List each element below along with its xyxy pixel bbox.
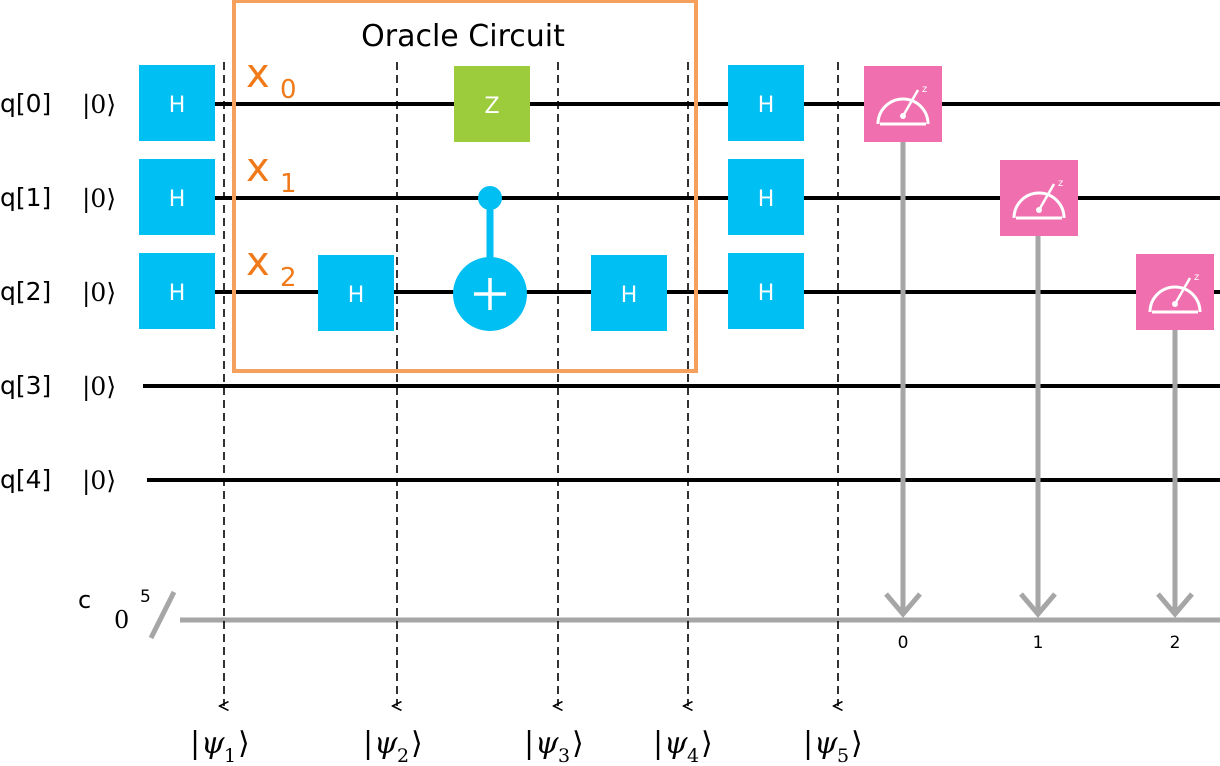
qubit-label-q0: q[0] <box>0 89 51 118</box>
h-gate-q1-initial: H <box>139 159 215 235</box>
meter-icon <box>1148 285 1202 313</box>
svg-text:z: z <box>922 84 927 95</box>
svg-text:⟩: ⟩ <box>701 726 713 761</box>
classical-bus-slash <box>148 590 177 640</box>
svg-text:⟩: ⟩ <box>572 726 584 761</box>
oracle-input-x0: x 0 <box>246 51 297 105</box>
oracle-title: Oracle Circuit <box>361 19 565 54</box>
bit-index-1: 1 <box>1033 633 1044 653</box>
measure-gate-q1: z <box>1000 160 1078 236</box>
state-label-psi2: | ψ 2 ⟩ <box>363 726 423 766</box>
svg-text:x: x <box>246 239 270 285</box>
h-gate-q1-final: H <box>728 159 804 235</box>
svg-text:ψ: ψ <box>374 726 398 761</box>
svg-text:⟩: ⟩ <box>851 726 863 761</box>
init-state-q4: |0⟩ <box>82 466 116 496</box>
measure-line-q0 <box>884 142 922 618</box>
qubit-label-q4: q[4] <box>0 465 51 494</box>
init-state-q2: |0⟩ <box>82 278 116 308</box>
svg-text:ψ: ψ <box>535 726 559 761</box>
state-label-psi1: | ψ 1 ⟩ <box>190 726 250 766</box>
init-state-q1: |0⟩ <box>82 184 116 214</box>
svg-text:1: 1 <box>280 169 297 199</box>
qubit-label-q2: q[2] <box>0 277 51 306</box>
h-gate-q2-oracle-first: H <box>318 255 394 331</box>
svg-text:H: H <box>169 281 186 306</box>
svg-text:2: 2 <box>397 745 409 766</box>
h-gate-q2-oracle-second: H <box>591 255 667 331</box>
svg-text:0: 0 <box>280 75 297 105</box>
oracle-input-x1: x 1 <box>246 145 297 199</box>
cnot-gate-q1-q2 <box>453 186 527 331</box>
h-gate-q2-initial: H <box>139 253 215 329</box>
svg-text:H: H <box>621 283 638 308</box>
svg-text:Z: Z <box>484 94 499 119</box>
state-label-psi3: | ψ 3 ⟩ <box>524 726 584 766</box>
measure-gate-q2: z <box>1136 254 1214 330</box>
cnot-control-dot <box>478 186 502 210</box>
init-state-q0: |0⟩ <box>82 90 116 120</box>
h-gate-q0-initial: H <box>139 65 215 141</box>
svg-text:z: z <box>1058 178 1063 189</box>
svg-text:⟩: ⟩ <box>238 726 250 761</box>
svg-text:ψ: ψ <box>664 726 688 761</box>
svg-text:H: H <box>758 93 775 118</box>
measure-line-q1 <box>1019 236 1057 618</box>
bit-index-2: 2 <box>1170 633 1181 653</box>
svg-text:4: 4 <box>687 745 699 766</box>
svg-text:|: | <box>653 726 663 761</box>
svg-text:H: H <box>758 187 775 212</box>
state-label-psi5: | ψ 5 ⟩ <box>803 726 863 766</box>
meter-icon <box>1012 191 1066 219</box>
h-gate-q2-final: H <box>728 253 804 329</box>
svg-text:H: H <box>169 187 186 212</box>
svg-text:1: 1 <box>224 745 236 766</box>
svg-text:H: H <box>169 93 186 118</box>
svg-text:H: H <box>348 283 365 308</box>
svg-text:|: | <box>524 726 534 761</box>
qubit-label-q3: q[3] <box>0 371 51 400</box>
meter-icon <box>876 97 930 125</box>
init-state-q3: |0⟩ <box>82 372 116 402</box>
svg-text:⟩: ⟩ <box>411 726 423 761</box>
oracle-box <box>232 0 698 373</box>
svg-text:ψ: ψ <box>201 726 225 761</box>
measure-gate-q0: z <box>864 66 942 142</box>
svg-text:z: z <box>1194 272 1199 283</box>
svg-text:3: 3 <box>558 745 570 766</box>
classical-label: c <box>78 586 91 614</box>
h-gate-q0-final: H <box>728 65 804 141</box>
svg-text:x: x <box>246 51 270 97</box>
bit-index-0: 0 <box>898 633 909 653</box>
state-label-psi4: | ψ 4 ⟩ <box>653 726 713 766</box>
svg-text:|: | <box>190 726 200 761</box>
svg-text:H: H <box>758 281 775 306</box>
qubit-label-q1: q[1] <box>0 183 51 212</box>
svg-text:|: | <box>363 726 373 761</box>
z-gate-q0: Z <box>454 66 530 142</box>
svg-text:5: 5 <box>837 745 849 766</box>
svg-text:2: 2 <box>280 263 297 293</box>
oracle-input-x2: x 2 <box>246 239 297 293</box>
classical-init: 0 <box>114 606 129 634</box>
svg-text:ψ: ψ <box>814 726 838 761</box>
svg-text:|: | <box>803 726 813 761</box>
measure-line-q2 <box>1156 330 1194 618</box>
classical-width: 5 <box>140 587 151 607</box>
svg-text:x: x <box>246 145 270 191</box>
